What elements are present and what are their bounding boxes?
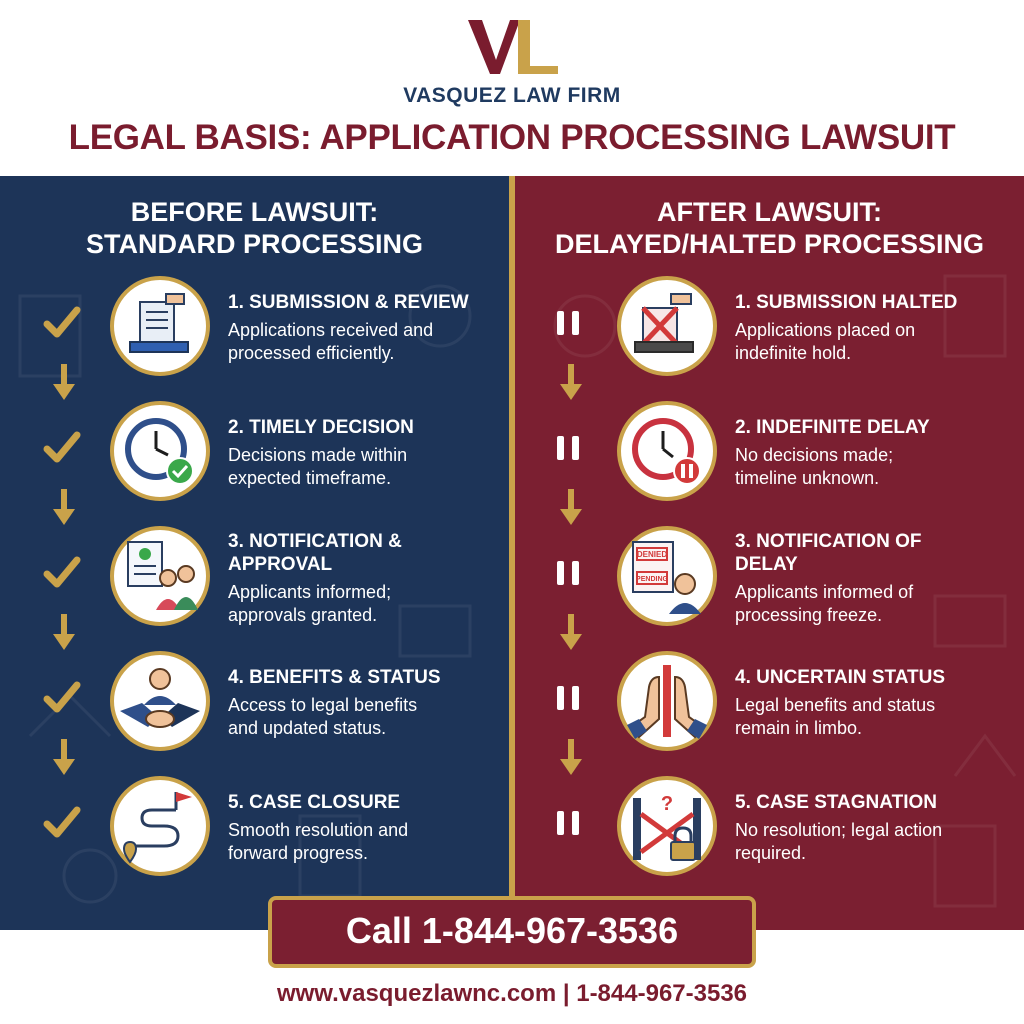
pause-icon: [542, 547, 600, 605]
before-step2-title: 2. TIMELY DECISION: [228, 417, 414, 438]
check-icon: [35, 672, 93, 730]
background-pattern-icon: [18, 284, 472, 904]
footer-contact[interactable]: www.vasquezlawnc.com | 1-844-967-3536: [276, 980, 748, 1007]
pause-icon: [542, 422, 600, 480]
after-step3-desc-line1: Applicants informed of: [735, 582, 914, 602]
stamp-pending: PENDING: [636, 576, 668, 583]
before-heading: BEFORE LAWSUIT: STANDARD PROCESSING: [0, 196, 509, 260]
after-step3-title-line1: 3. NOTIFICATION OF: [735, 531, 922, 552]
blocked-lock-icon: ?: [617, 776, 717, 876]
page-title: LEGAL BASIS: APPLICATION PROCESSING LAWS…: [68, 118, 956, 157]
after-heading-line2: DELAYED/HALTED PROCESSING: [554, 229, 985, 259]
pause-icon: [542, 672, 600, 730]
check-icon: [35, 547, 93, 605]
check-icon: [35, 797, 93, 855]
barrier-hands-icon: [617, 651, 717, 751]
stamp-denied: DENIED: [637, 550, 667, 559]
before-step4-title: 4. BENEFITS & STATUS: [228, 667, 441, 688]
arrow-down-icon: [560, 614, 582, 650]
before-step4-desc-line1: Access to legal benefits: [228, 695, 418, 715]
before-heading-line2: STANDARD PROCESSING: [85, 229, 424, 259]
before-step2-desc-line2: expected timeframe.: [228, 468, 392, 488]
before-step3-title-line2: APPROVAL: [228, 554, 333, 575]
check-icon: [35, 297, 93, 355]
logo: [468, 20, 558, 74]
after-heading-line1: AFTER LAWSUIT:: [657, 197, 882, 227]
arrow-down-icon: [53, 614, 75, 650]
after-step2-title: 2. INDEFINITE DELAY: [735, 417, 930, 438]
before-panel: [0, 176, 509, 930]
arrow-down-icon: [53, 489, 75, 525]
clock-pause-icon: [617, 401, 717, 501]
pause-icon: [542, 797, 600, 855]
after-heading: AFTER LAWSUIT: DELAYED/HALTED PROCESSING: [515, 196, 1024, 260]
before-step3-desc-line1: Applicants informed;: [228, 582, 392, 602]
before-step1-desc-line1: Applications received and: [228, 320, 434, 340]
check-icon: [35, 422, 93, 480]
after-panel: [515, 176, 1024, 930]
before-step5-title: 5. CASE CLOSURE: [228, 792, 401, 813]
center-divider: [509, 176, 515, 930]
arrow-down-icon: [560, 364, 582, 400]
header: VASQUEZ LAW FIRM LEGAL BASIS: APPLICATIO…: [0, 0, 1024, 176]
before-step2-desc-line1: Decisions made within: [228, 445, 408, 465]
after-step2-desc-line2: timeline unknown.: [735, 468, 880, 488]
after-step2-desc-line1: No decisions made;: [735, 445, 894, 465]
before-step1-desc-line2: processed efficiently.: [228, 343, 395, 363]
document-halted-icon: [617, 276, 717, 376]
arrow-down-icon: [560, 489, 582, 525]
before-step5-desc-line1: Smooth resolution and: [228, 820, 409, 840]
after-step1-desc-line1: Applications placed on: [735, 320, 916, 340]
document-submit-icon: [110, 276, 210, 376]
before-step5-desc-line2: forward progress.: [228, 843, 369, 863]
after-step3-desc-line2: processing freeze.: [735, 605, 883, 625]
question-mark: ?: [661, 793, 673, 815]
after-step1-title: 1. SUBMISSION HALTED: [735, 292, 958, 313]
after-step4-desc-line1: Legal benefits and status: [735, 695, 936, 715]
arrow-down-icon: [560, 739, 582, 775]
after-step1-desc-line2: indefinite hold.: [735, 343, 852, 363]
arrow-down-icon: [53, 739, 75, 775]
after-step4-title: 4. UNCERTAIN STATUS: [735, 667, 946, 688]
background-pattern-icon: [553, 274, 1017, 908]
after-step5-title: 5. CASE STAGNATION: [735, 792, 937, 813]
clock-check-icon: [110, 401, 210, 501]
denied-pending-icon: DENIED PENDING: [617, 526, 717, 626]
call-button[interactable]: Call 1-844-967-3536: [268, 896, 756, 968]
before-step1-title: 1. SUBMISSION & REVIEW: [228, 292, 469, 313]
firm-name: VASQUEZ LAW FIRM: [403, 84, 621, 107]
before-step3-desc-line2: approvals granted.: [228, 605, 378, 625]
before-step4-desc-line2: and updated status.: [228, 718, 387, 738]
path-flag-icon: [110, 776, 210, 876]
pause-icon: [542, 297, 600, 355]
family-approval-icon: [110, 526, 210, 626]
after-step3-title-line2: DELAY: [735, 554, 798, 575]
handshake-icon: [110, 651, 210, 751]
before-step3-title-line1: 3. NOTIFICATION &: [228, 531, 402, 552]
after-step5-desc-line2: required.: [735, 843, 807, 863]
after-step5-desc-line1: No resolution; legal action: [735, 820, 943, 840]
after-step4-desc-line2: remain in limbo.: [735, 718, 863, 738]
arrow-down-icon: [53, 364, 75, 400]
before-heading-line1: BEFORE LAWSUIT:: [130, 197, 379, 227]
